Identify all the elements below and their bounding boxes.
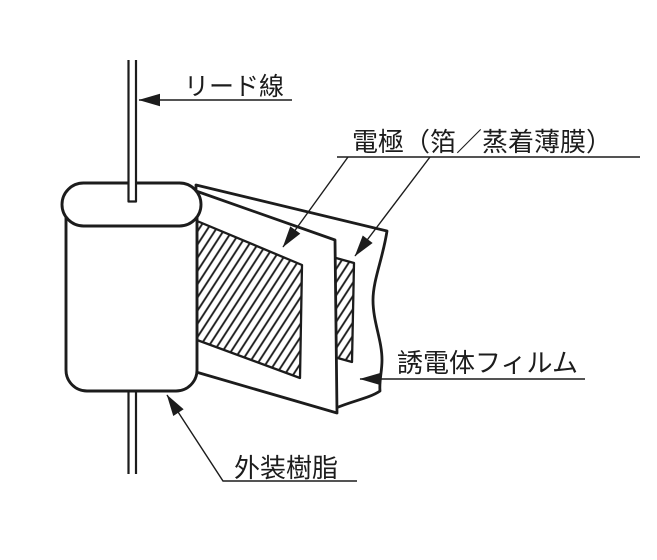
exterior-resin-leader-arrow — [166, 394, 357, 482]
exterior-resin-label: 外装樹脂 — [234, 454, 338, 484]
lead-wire-bottom — [127, 392, 138, 474]
lead-wire-top — [127, 60, 138, 203]
dielectric-film-label: 誘電体フィルム — [397, 349, 578, 379]
electrode-label: 電極（箔／蒸着薄膜） — [352, 128, 612, 158]
lead-wire-label: リード線 — [184, 72, 284, 101]
electrode-leader-arrow-front — [282, 156, 349, 248]
electrode-leader-arrow-back — [354, 156, 431, 257]
